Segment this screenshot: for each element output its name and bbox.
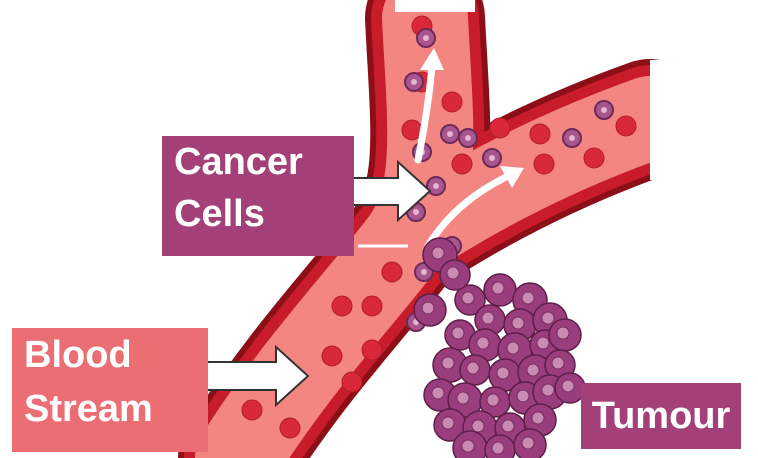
tumour-cell-nucleus xyxy=(477,337,489,349)
tumour-cell-nucleus xyxy=(482,312,494,324)
tumour-cell-nucleus xyxy=(522,437,534,449)
cancer-cell-nucleus xyxy=(413,209,419,215)
tumour-cell-nucleus xyxy=(462,440,474,452)
tumour-cell-nucleus xyxy=(497,367,509,379)
tumour-cell-nucleus xyxy=(447,267,459,279)
red-blood-cell xyxy=(490,118,510,138)
red-blood-cell xyxy=(362,296,382,316)
tumour-cell-nucleus xyxy=(467,362,479,374)
cancer-cell-nucleus xyxy=(465,135,471,141)
red-blood-cell xyxy=(332,296,352,316)
tumour-cell-nucleus xyxy=(512,317,524,329)
cancer-cell-nucleus xyxy=(489,155,495,161)
tumour-cell-nucleus xyxy=(442,417,454,429)
tumour-cell-nucleus xyxy=(502,420,514,432)
tumour-cell-nucleus xyxy=(462,292,474,304)
tumour-label-text: Tumour xyxy=(592,395,731,437)
red-blood-cell xyxy=(342,372,362,392)
tumour-cell-nucleus xyxy=(542,384,554,396)
tumour-cell-nucleus xyxy=(522,292,534,304)
red-blood-cell xyxy=(452,154,472,174)
tumour-label: Tumour xyxy=(581,383,741,449)
red-blood-cell xyxy=(442,92,462,112)
blood-stream-label-line-1: Blood xyxy=(12,328,208,382)
blood-stream-label-line-2: Stream xyxy=(12,382,208,436)
cancer-cells-label-line-1: Cancer xyxy=(162,136,354,188)
tumour-cluster xyxy=(414,238,585,458)
cancer-cells-label: Cancer Cells xyxy=(162,136,354,256)
tumour-cell-nucleus xyxy=(517,390,529,402)
tumour-cell-nucleus xyxy=(422,302,434,314)
blood-stream-label: Blood Stream xyxy=(12,328,208,452)
tumour-cell-nucleus xyxy=(552,357,564,369)
tumour-cell-nucleus xyxy=(487,394,499,406)
tumour-cell-nucleus xyxy=(432,387,444,399)
tumour-cell-nucleus xyxy=(472,420,484,432)
red-blood-cell xyxy=(584,148,604,168)
tumour-cell-nucleus xyxy=(432,247,444,259)
cancer-cell-nucleus xyxy=(601,107,607,113)
red-blood-cell xyxy=(242,400,262,420)
cancer-cell-nucleus xyxy=(569,135,575,141)
cancer-cells-label-line-2: Cells xyxy=(162,188,354,240)
tumour-cell-nucleus xyxy=(527,364,539,376)
red-blood-cell xyxy=(362,340,382,360)
tumour-cell-nucleus xyxy=(557,327,569,339)
cancer-cell-nucleus xyxy=(411,79,417,85)
tumour-cell-nucleus xyxy=(492,282,504,294)
red-blood-cell xyxy=(322,346,342,366)
cancer-cell-nucleus xyxy=(447,131,453,137)
cancer-cell-nucleus xyxy=(421,269,427,275)
tumour-cell-nucleus xyxy=(532,412,544,424)
tumour-cell-nucleus xyxy=(537,337,549,349)
tumour-cell-nucleus xyxy=(492,442,504,454)
red-blood-cell xyxy=(382,262,402,282)
tumour-cell-nucleus xyxy=(542,312,554,324)
tumour-cell-nucleus xyxy=(457,392,469,404)
cancer-cell-nucleus xyxy=(423,35,429,41)
red-blood-cell xyxy=(616,116,636,136)
tumour-cell-nucleus xyxy=(452,327,464,339)
tumour-cell-nucleus xyxy=(507,342,519,354)
red-blood-cell xyxy=(530,124,550,144)
cancer-cell-nucleus xyxy=(433,183,439,189)
red-blood-cell xyxy=(534,154,554,174)
tumour-cell-nucleus xyxy=(442,357,454,369)
tumour-cell-nucleus xyxy=(562,380,574,392)
red-blood-cell xyxy=(280,418,300,438)
